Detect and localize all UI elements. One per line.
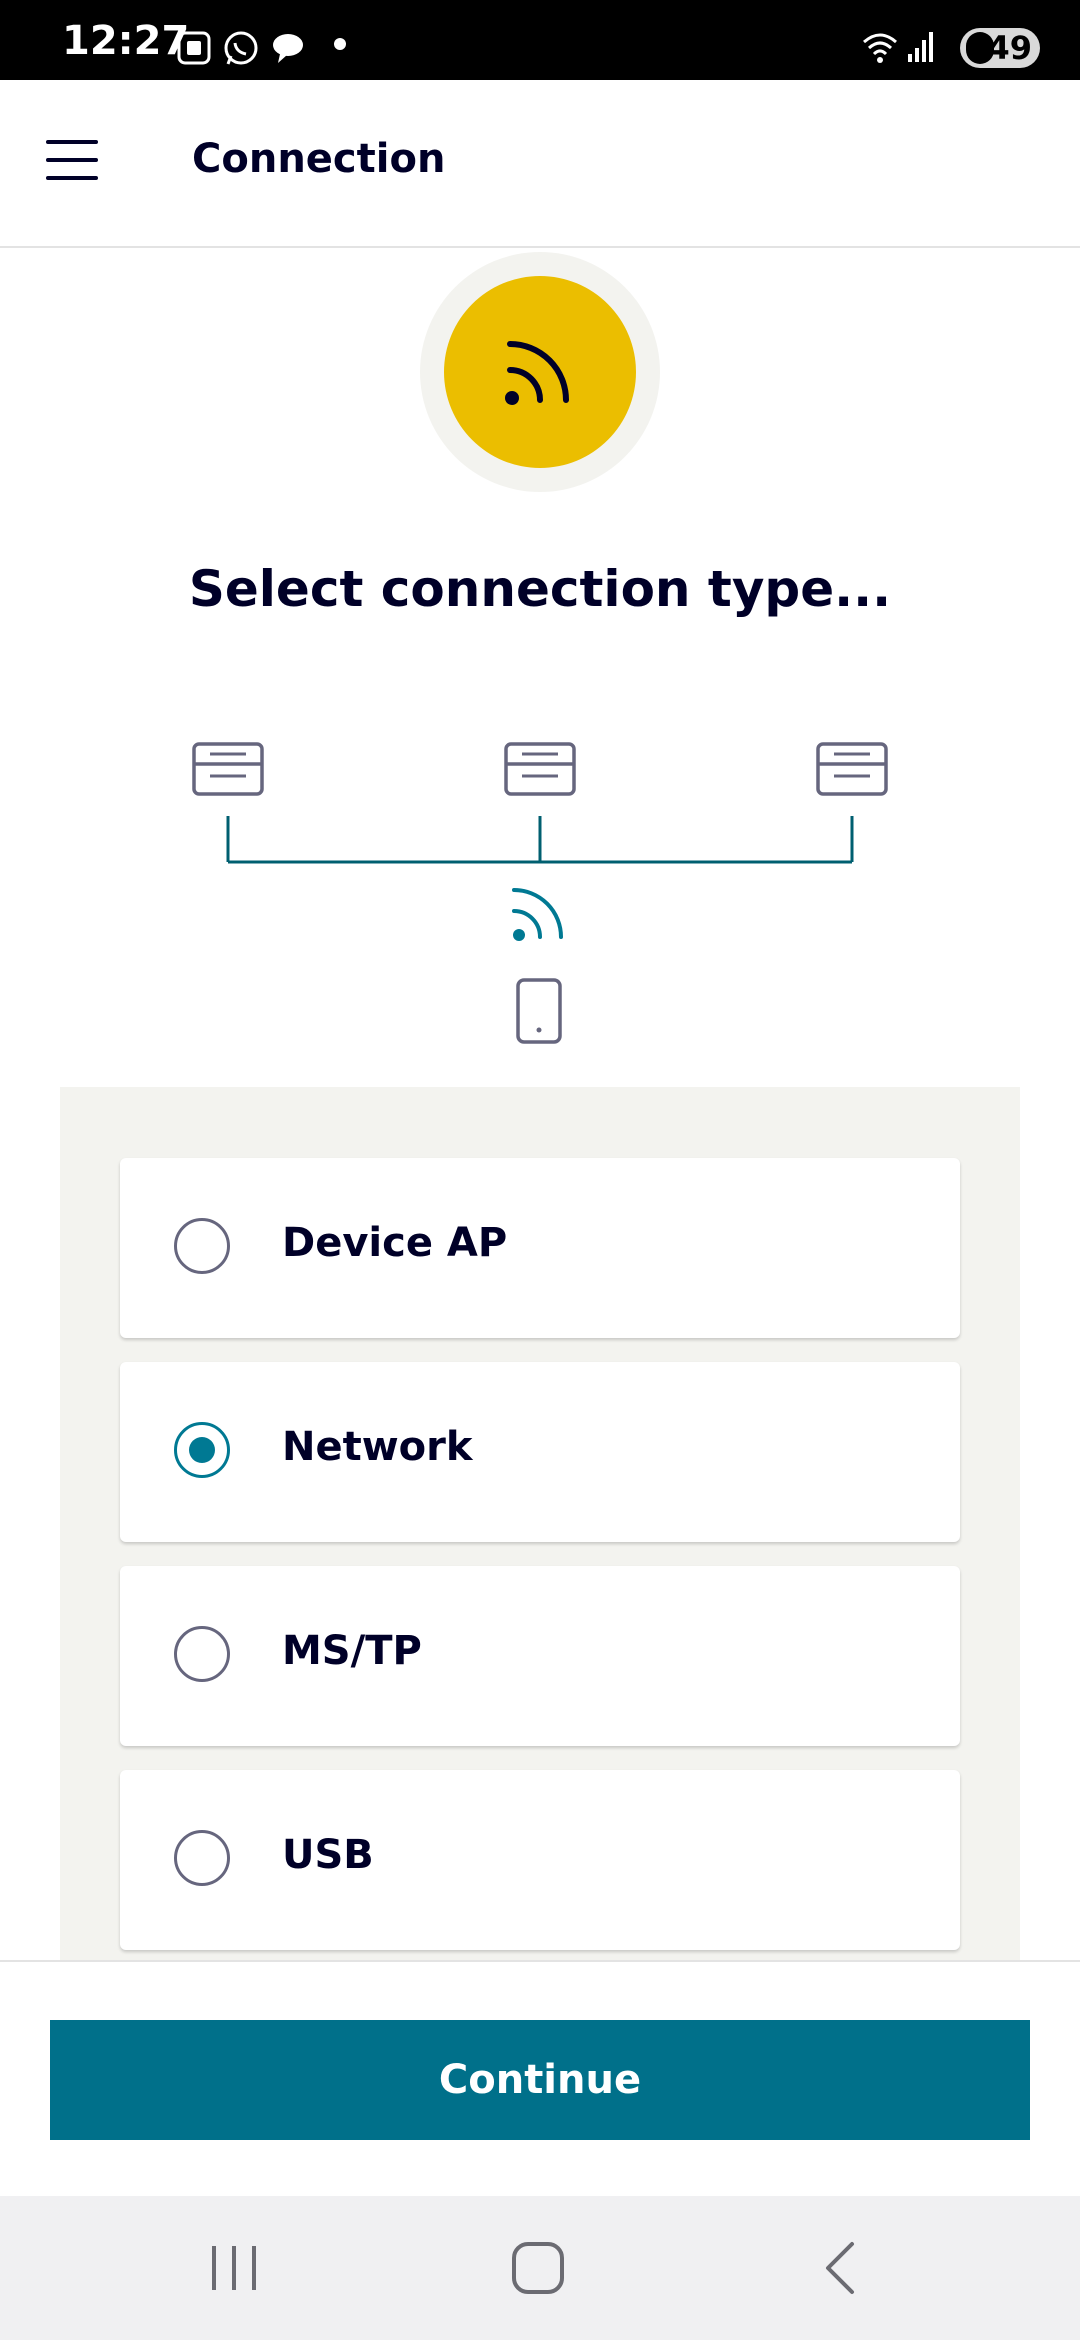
status-bar: 12:27 — [0, 0, 1080, 80]
device-icon-left — [192, 742, 264, 796]
bottom-action-area: Continue — [0, 1960, 1080, 2198]
system-nav-bar — [0, 2196, 1080, 2340]
app-bar: Connection — [0, 80, 1080, 248]
screenshot-icon — [177, 31, 211, 65]
radio-ms-tp[interactable] — [174, 1626, 230, 1682]
recent-apps-icon[interactable] — [194, 2236, 274, 2300]
hero-icon-container — [420, 252, 660, 492]
wifi-signal-icon — [512, 888, 563, 941]
back-icon[interactable] — [800, 2236, 880, 2300]
home-icon[interactable] — [500, 2236, 580, 2300]
option-label: Device AP — [282, 1220, 508, 1266]
connection-options-panel: Device AP Network MS/TP USB — [60, 1087, 1020, 1960]
option-label: USB — [282, 1832, 374, 1878]
battery-indicator: 49 — [960, 28, 1040, 68]
hero-circle — [444, 276, 636, 468]
whatsapp-icon — [224, 31, 258, 65]
option-device-ap[interactable]: Device AP — [120, 1158, 960, 1338]
dot-icon — [334, 38, 346, 50]
wireless-signal-icon — [505, 341, 569, 405]
signal-icon — [908, 32, 933, 62]
network-bus-lines — [226, 816, 854, 864]
option-label: Network — [282, 1424, 473, 1470]
section-heading: Select connection type... — [188, 560, 892, 618]
wifi-status-icon — [863, 33, 897, 63]
radio-network[interactable] — [174, 1422, 230, 1478]
charging-icon — [966, 32, 994, 64]
status-right: 49 — [860, 22, 1040, 68]
hamburger-menu-icon[interactable] — [46, 140, 98, 180]
option-usb[interactable]: USB — [120, 1770, 960, 1950]
chat-icon — [273, 34, 303, 63]
option-label: MS/TP — [282, 1628, 422, 1674]
radio-usb[interactable] — [174, 1830, 230, 1886]
battery-level: 49 — [987, 29, 1032, 67]
status-time: 12:27 — [62, 18, 190, 64]
device-icon-right — [816, 742, 888, 796]
smartphone-icon — [516, 978, 562, 1044]
device-icon-center — [504, 742, 576, 796]
radio-device-ap[interactable] — [174, 1218, 230, 1274]
option-ms-tp[interactable]: MS/TP — [120, 1566, 960, 1746]
option-network[interactable]: Network — [120, 1362, 960, 1542]
connection-diagram — [192, 742, 888, 1044]
page-title: Connection — [192, 136, 446, 182]
continue-button[interactable]: Continue — [50, 2020, 1030, 2140]
